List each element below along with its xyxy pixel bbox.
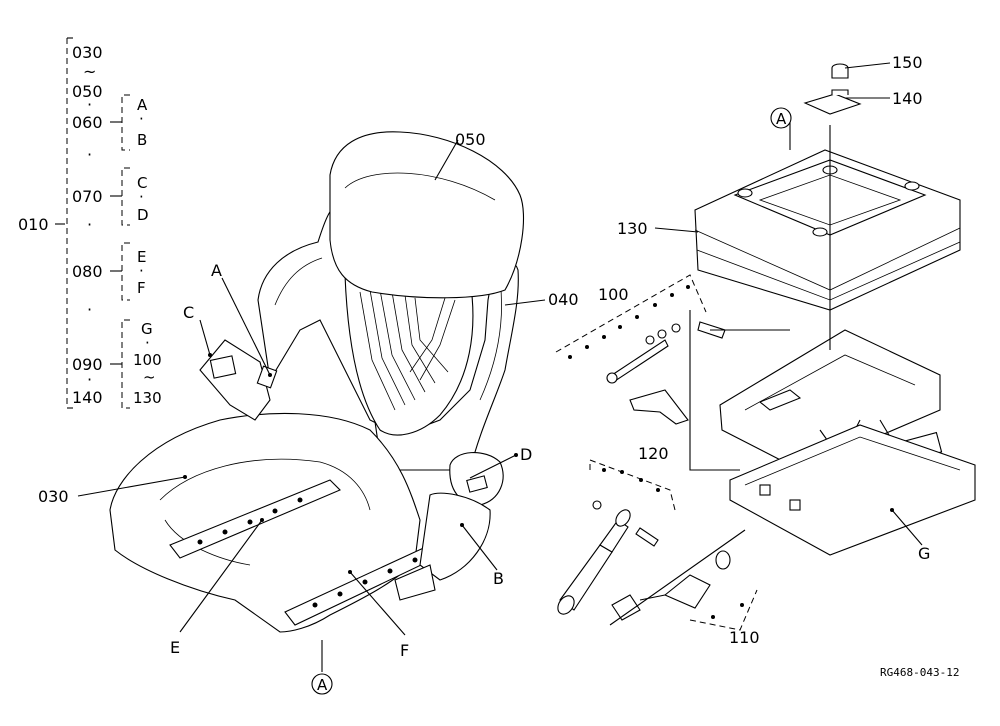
tree-item-030: 030: [72, 43, 103, 62]
backrest-rib-pattern: [359, 289, 456, 411]
callout-140: 140: [892, 89, 923, 108]
group-ef-dot: ·: [139, 262, 144, 280]
lever-100: [629, 389, 689, 425]
suspension-assembly: [555, 63, 976, 631]
group-ab-dot: ·: [139, 110, 144, 128]
parts-tree: 010 030 ~ 050 · 060 · 070 · 080 · 090 · …: [18, 37, 162, 409]
tree-dot: ·: [87, 300, 92, 319]
adjust-knob-110: [663, 574, 711, 609]
group-g-dot: ·: [145, 334, 150, 352]
tree-dot: ·: [87, 215, 92, 234]
group-cd-dot: ·: [139, 188, 144, 206]
drawing-reference-code: RG468-043-12: [880, 666, 959, 679]
tree-item-050: 050: [72, 82, 103, 101]
callout-g: G: [918, 544, 930, 563]
plate-140: [803, 93, 862, 115]
tree-item-070: 070: [72, 187, 103, 206]
callout-b: B: [493, 569, 504, 588]
group-ef-top: E: [137, 248, 146, 266]
callout-110: 110: [729, 628, 760, 647]
callout-c: C: [183, 303, 194, 322]
tree-dot: ·: [87, 370, 92, 389]
group-g-tilde: ~: [143, 368, 156, 386]
group-ab-bottom: B: [137, 131, 147, 149]
callout-e: E: [170, 638, 180, 657]
group-ab-top: A: [137, 96, 148, 114]
headrest-050: [329, 131, 525, 299]
circle-ref-a-bottom-label: A: [317, 676, 328, 694]
tree-item-060: 060: [72, 113, 103, 132]
recline-handle-b: [419, 492, 491, 581]
group-g-range-end: 130: [133, 389, 162, 407]
tree-dot: ·: [87, 145, 92, 164]
group-ef-bottom: F: [137, 279, 146, 297]
callout-d: D: [520, 445, 532, 464]
group-cd-top: C: [137, 174, 147, 192]
group-cd-bottom: D: [137, 206, 149, 224]
callout-a: A: [211, 261, 222, 280]
tree-item-080: 080: [72, 262, 103, 281]
tree-tilde: ~: [83, 62, 96, 81]
callout-120: 120: [638, 444, 669, 463]
lever-a: [256, 365, 278, 389]
callout-040: 040: [548, 290, 579, 309]
tree-dot: ·: [87, 95, 92, 114]
callout-130: 130: [617, 219, 648, 238]
tree-item-140: 140: [72, 388, 103, 407]
base-frame-g: [729, 424, 976, 556]
slide-rail-e: [169, 479, 341, 559]
leader-lines: [77, 62, 923, 672]
callout-050: 050: [455, 130, 486, 149]
callout-f: F: [400, 641, 409, 660]
group-g-top: G: [141, 320, 153, 338]
callout-150: 150: [892, 53, 923, 72]
tree-root-label: 010: [18, 215, 49, 234]
circle-ref-a-top: A: [770, 107, 792, 129]
group-outline-100: [555, 274, 707, 353]
group-outline-120: [589, 459, 676, 511]
callout-100: 100: [598, 285, 629, 304]
callout-labels: 050 040 030 A C D B E F G 100 110 120 13…: [38, 53, 959, 695]
suspension-upper-frame: [719, 329, 941, 471]
group-g-range-start: 100: [133, 351, 162, 369]
seat-cushion-030: [109, 412, 421, 633]
circle-ref-a-top-label: A: [776, 110, 787, 128]
callout-030: 030: [38, 487, 69, 506]
tree-item-090: 090: [72, 355, 103, 374]
circle-ref-a-bottom: A: [311, 673, 333, 695]
group-outline-110: [689, 589, 758, 631]
seat-assembly: [109, 131, 525, 633]
